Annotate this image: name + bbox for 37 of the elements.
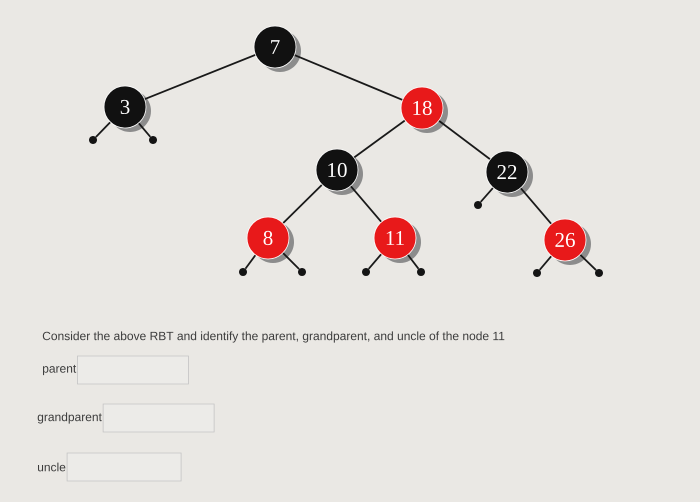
tree-node: 3 [104, 86, 151, 132]
tree-edge [95, 122, 111, 138]
nil-leaf [239, 268, 247, 276]
tree-edge [407, 254, 420, 270]
field-label: parent [42, 364, 76, 376]
nil-leaf [362, 268, 370, 276]
nil-leaf [149, 136, 157, 144]
nil-leaf [474, 201, 482, 209]
tree-node: 11 [374, 216, 421, 263]
tree-edge [282, 252, 300, 270]
question-text: Consider the above RBT and identify the parent, grandparent, and uncle of the node 11 [42, 331, 504, 343]
field-label: uncle [38, 462, 66, 472]
nil-leaf [298, 268, 306, 276]
tree-node: 7 [254, 26, 301, 72]
nil-leaf [595, 269, 603, 277]
tree-node: 18 [400, 86, 448, 133]
tree-node: 10 [316, 148, 363, 195]
tree-edge [294, 54, 403, 101]
tree-node: 8 [246, 216, 294, 263]
nil-leaf [89, 136, 97, 144]
tree-edge [138, 122, 151, 138]
tree-node: 22 [486, 150, 533, 197]
tree-edge [368, 254, 382, 270]
tree-edge [520, 188, 552, 224]
tree-edge [539, 256, 552, 270]
tree-edge [144, 54, 256, 100]
tree-edge [350, 186, 382, 222]
tree-edge [438, 120, 490, 160]
tree-edge [580, 254, 597, 271]
nil-leaf [417, 268, 425, 276]
tree-edge [354, 120, 406, 158]
tree-edge [282, 184, 322, 224]
tree-edge [244, 254, 256, 270]
tree-node: 26 [544, 218, 591, 265]
nil-leaf [533, 269, 541, 277]
tree-edge [480, 187, 494, 202]
field-label: grandparent [38, 412, 102, 424]
